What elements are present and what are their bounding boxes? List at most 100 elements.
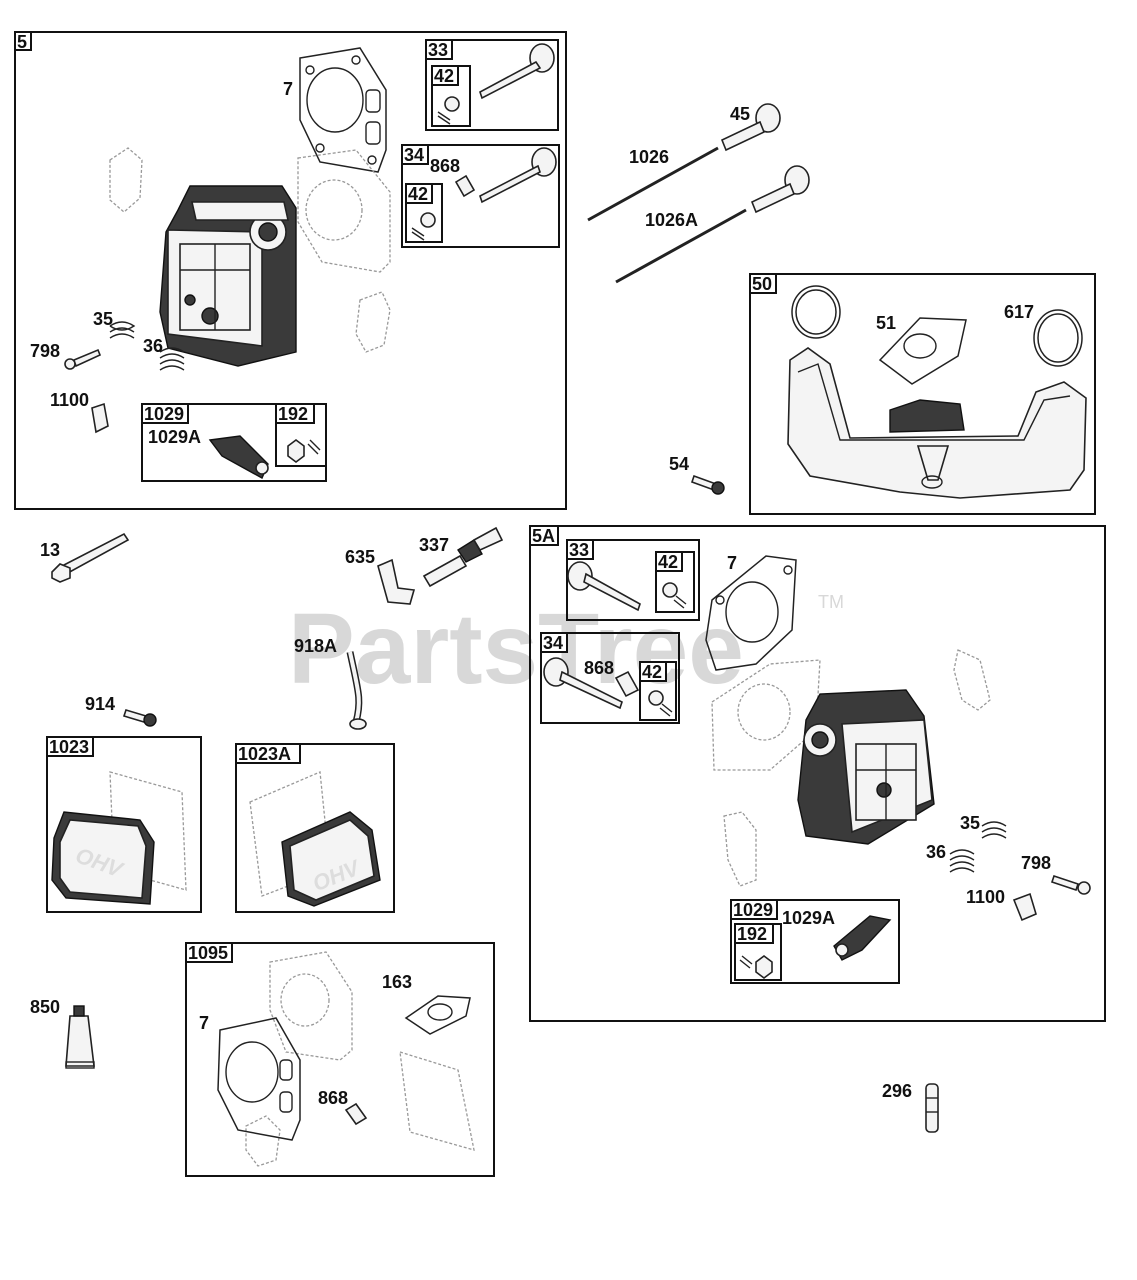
bolt-798-a[interactable] xyxy=(64,348,102,370)
group-34-b[interactable]: 34 42 xyxy=(540,632,680,724)
intake-manifold[interactable] xyxy=(787,347,1087,499)
label-1026A: 1026A xyxy=(645,210,698,230)
group-1029-a[interactable]: 1029 192 xyxy=(141,403,327,482)
label-296: 296 xyxy=(882,1081,912,1101)
pushrod-1026[interactable] xyxy=(587,146,719,222)
group-192-b-tag: 192 xyxy=(737,924,767,944)
spring-36-a[interactable] xyxy=(159,347,185,371)
label-7-c: 7 xyxy=(199,1013,209,1033)
head-gasket-7-c[interactable] xyxy=(217,1017,301,1141)
label-1026: 1026 xyxy=(629,147,669,167)
group-1023A-tag: 1023A xyxy=(238,744,291,764)
label-850: 850 xyxy=(30,997,60,1017)
label-868-a: 868 xyxy=(430,156,460,176)
screw-54[interactable] xyxy=(690,474,725,495)
pushrod-1026A[interactable] xyxy=(615,208,747,284)
seal-868-c[interactable] xyxy=(344,1102,368,1126)
group-1023-tag: 1023 xyxy=(49,737,89,757)
label-918A: 918A xyxy=(294,636,337,656)
group-34-a-tag: 34 xyxy=(404,145,424,165)
group-42-b-tag: 42 xyxy=(408,184,428,204)
head-gasket-7-b[interactable] xyxy=(705,555,797,671)
group-34-a[interactable]: 34 42 xyxy=(401,144,560,248)
label-45: 45 xyxy=(730,104,750,124)
valve-34-b[interactable] xyxy=(543,657,623,710)
label-54: 54 xyxy=(669,454,689,474)
valve-45[interactable] xyxy=(720,103,781,152)
group-1023[interactable]: 1023 OHV xyxy=(46,736,202,913)
gasket-ring-617[interactable] xyxy=(1033,309,1083,367)
label-13: 13 xyxy=(40,540,60,560)
label-35-a: 35 xyxy=(93,309,113,329)
group-42-d-tag: 42 xyxy=(642,662,662,682)
group-1029-a-tag: 1029 xyxy=(144,404,184,424)
valve-spring-35-a[interactable] xyxy=(109,321,136,339)
group-5A-tag: 5A xyxy=(532,526,555,546)
cylinder-head-b[interactable] xyxy=(797,689,935,845)
label-337: 337 xyxy=(419,535,449,555)
seal-868-b[interactable] xyxy=(614,670,640,698)
gasket-163[interactable] xyxy=(404,995,471,1035)
group-192-a-tag: 192 xyxy=(278,404,308,424)
gasket-51[interactable] xyxy=(878,317,967,385)
group-5A[interactable]: 5A xyxy=(529,525,1106,1022)
label-51: 51 xyxy=(876,313,896,333)
bolt-798-b[interactable] xyxy=(1050,874,1091,895)
label-798-a: 798 xyxy=(30,341,60,361)
group-50[interactable]: 50 xyxy=(749,273,1096,515)
group-5[interactable]: 5 xyxy=(14,31,567,510)
spark-plug-337[interactable] xyxy=(422,526,504,588)
valve-spring-35-b[interactable] xyxy=(981,821,1007,839)
group-34-b-tag: 34 xyxy=(543,633,563,653)
group-33-a[interactable]: 33 42 xyxy=(425,39,559,131)
label-635: 635 xyxy=(345,547,375,567)
group-1029-b[interactable]: 1029 192 xyxy=(730,899,900,984)
rocker-arm-1029A-b[interactable] xyxy=(833,915,892,961)
label-914: 914 xyxy=(85,694,115,714)
group-33-a-tag: 33 xyxy=(428,40,448,60)
label-7-a: 7 xyxy=(283,79,293,99)
tube-918A[interactable] xyxy=(346,651,367,730)
label-36-b: 36 xyxy=(926,842,946,862)
rocker-arm-1029A-a[interactable] xyxy=(208,435,269,479)
gasket-ghost-b xyxy=(711,649,991,887)
label-163: 163 xyxy=(382,972,412,992)
group-42-c-tag: 42 xyxy=(658,552,678,572)
seal-868-a[interactable] xyxy=(454,174,476,198)
label-868-b: 868 xyxy=(584,658,614,678)
label-1029A-b: 1029A xyxy=(782,908,835,928)
group-42-a-tag: 42 xyxy=(434,66,454,86)
label-35-b: 35 xyxy=(960,813,980,833)
valve-33-a[interactable] xyxy=(479,43,555,100)
watermark-tm: TM xyxy=(818,592,844,612)
gasket-ghost-1095 xyxy=(245,951,475,1167)
clip-1100-b[interactable] xyxy=(1012,892,1037,922)
label-798-b: 798 xyxy=(1021,853,1051,873)
sealant-tube-850[interactable] xyxy=(65,1005,95,1069)
spring-36-b[interactable] xyxy=(949,849,975,873)
group-1095[interactable]: 1095 xyxy=(185,942,495,1177)
group-33-b[interactable]: 33 42 xyxy=(566,539,700,621)
boot-635[interactable] xyxy=(377,558,416,605)
valve-34-a[interactable] xyxy=(479,147,557,204)
bolt-13[interactable] xyxy=(51,532,130,583)
gasket-ghost-a xyxy=(109,147,391,353)
group-1023A[interactable]: 1023A OHV xyxy=(235,743,395,913)
label-7-b: 7 xyxy=(727,553,737,573)
valve-33-b[interactable] xyxy=(567,561,641,612)
head-gasket-7[interactable] xyxy=(299,47,387,173)
clip-1100-a[interactable] xyxy=(91,402,109,434)
gasket-ring-50[interactable] xyxy=(791,285,841,339)
label-1100-b: 1100 xyxy=(966,887,1005,907)
group-1095-tag: 1095 xyxy=(188,943,228,963)
label-617: 617 xyxy=(1004,302,1034,322)
screw-914[interactable] xyxy=(122,709,157,727)
group-50-tag: 50 xyxy=(752,274,772,294)
label-868-c: 868 xyxy=(318,1088,348,1108)
label-36-a: 36 xyxy=(143,336,163,356)
pin-296[interactable] xyxy=(925,1083,939,1133)
valve-1026A-head[interactable] xyxy=(750,165,810,214)
label-1100-a: 1100 xyxy=(50,390,89,410)
cylinder-head-a[interactable] xyxy=(159,185,297,367)
